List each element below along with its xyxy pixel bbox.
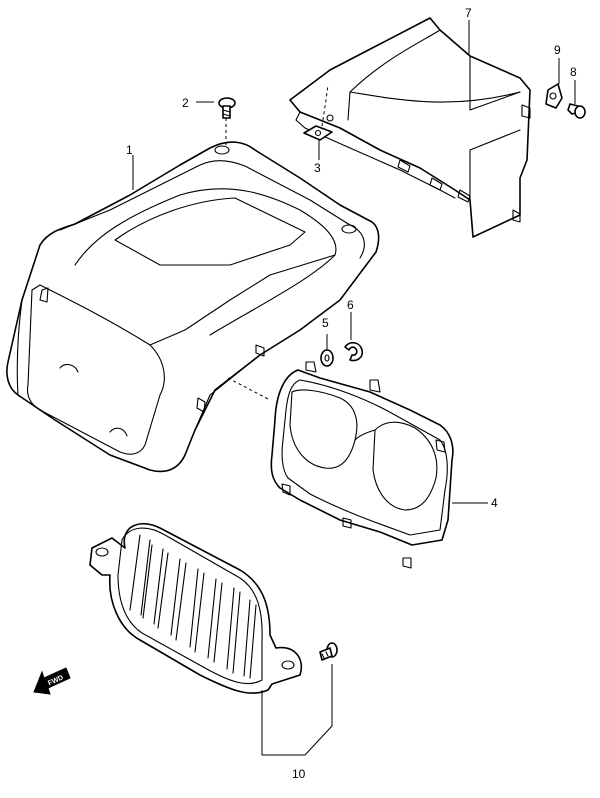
part-2-screw	[218, 97, 236, 119]
part-4-meter-case	[270, 361, 454, 569]
part-6-lock-washer	[344, 341, 364, 362]
callout-9: 9	[554, 43, 561, 57]
callout-6: 6	[347, 298, 354, 312]
part-1-housing	[6, 141, 380, 473]
part-5-washer	[320, 349, 334, 367]
callout-4: 4	[491, 496, 498, 510]
callout-1: 1	[126, 143, 133, 157]
callout-8: 8	[570, 65, 577, 79]
callout-7: 7	[465, 6, 472, 20]
part-8-bolt	[567, 103, 586, 119]
part-3-clip	[303, 125, 333, 141]
leader-lines	[132, 20, 576, 756]
part-10-grille	[89, 523, 303, 694]
part-10-screw	[319, 642, 338, 661]
callout-2: 2	[182, 96, 189, 110]
callout-3: 3	[314, 161, 321, 175]
callout-10: 10	[292, 767, 306, 781]
fwd-arrow-icon: FWD	[33, 667, 71, 695]
callout-5: 5	[322, 316, 329, 330]
part-7-cover	[289, 17, 531, 238]
part-9-clip	[545, 83, 563, 109]
